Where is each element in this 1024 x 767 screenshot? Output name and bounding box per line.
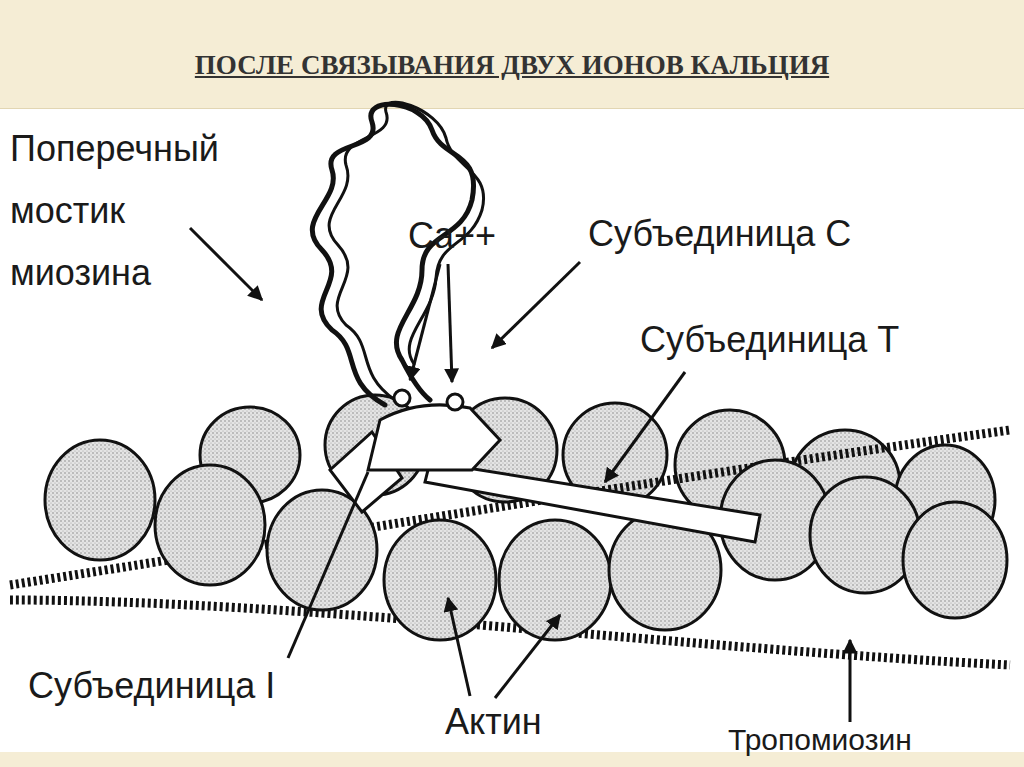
part-label: Субъединица I bbox=[28, 664, 275, 707]
part-label: Актин bbox=[445, 700, 542, 743]
tropomyosin-strands bbox=[10, 430, 1010, 665]
leader-lines bbox=[190, 228, 850, 722]
part-label: Поперечный мостик миозина bbox=[10, 118, 245, 304]
part-label: Тропомиозин bbox=[728, 722, 912, 758]
part-label: Субъединица C bbox=[588, 212, 851, 255]
leader-lines bbox=[288, 472, 368, 658]
slide-title: ПОСЛЕ СВЯЗЫВАНИЯ ДВУХ ИОНОВ КАЛЬЦИЯ bbox=[0, 50, 1024, 81]
part-label: Субъединица T bbox=[640, 318, 899, 361]
troponin-complex bbox=[330, 405, 760, 542]
part-label: Ca++ bbox=[408, 214, 496, 257]
actin-front-row bbox=[45, 440, 1007, 640]
calcium-ions bbox=[394, 390, 463, 410]
